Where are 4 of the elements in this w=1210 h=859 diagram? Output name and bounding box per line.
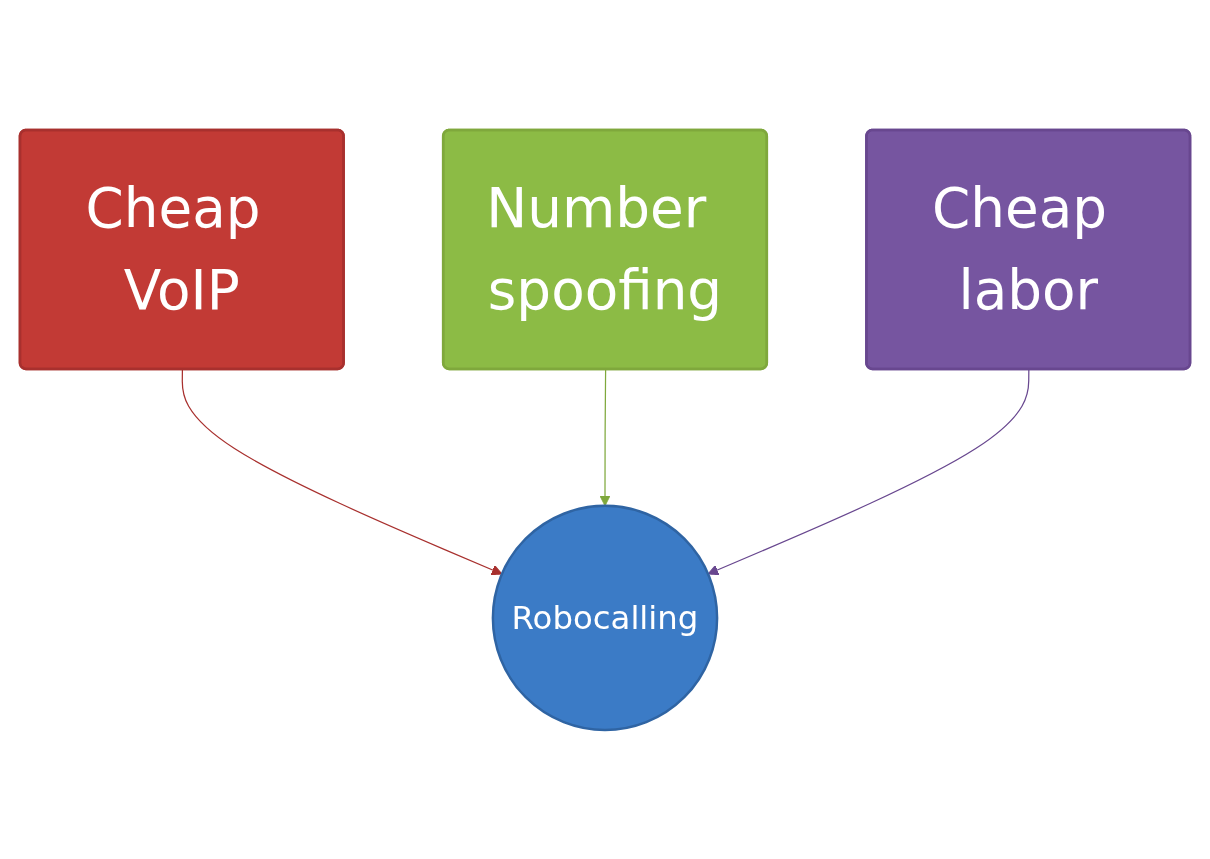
node-circle: Robocalling (491, 504, 719, 731)
arrow (707, 368, 1030, 575)
arrow (599, 368, 611, 506)
arrow (181, 368, 503, 575)
